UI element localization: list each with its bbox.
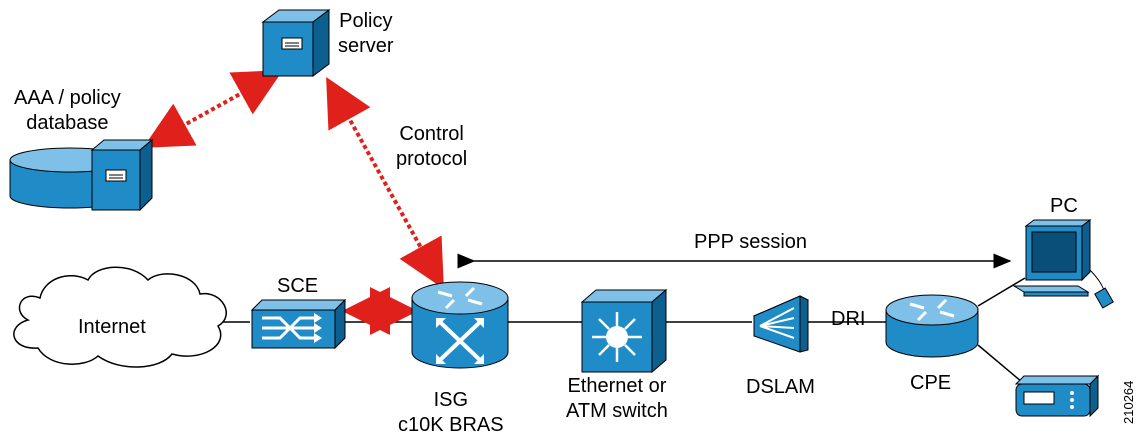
- pc-label: PC: [1050, 195, 1078, 217]
- service-control-engine-icon: [250, 298, 347, 350]
- control-link-aaa-policy: [143, 70, 283, 148]
- policy-server-label-line2: server: [338, 35, 394, 57]
- server-tower-icon: [261, 9, 331, 77]
- figure-id: 210264: [1121, 380, 1136, 424]
- workstation-icon: [1012, 219, 1114, 309]
- sce-label: SCE: [277, 275, 319, 297]
- aaa-database-label: AAA / policy database: [14, 86, 121, 136]
- switch-label: Ethernet or ATM switch: [566, 374, 668, 424]
- dslam-icon: [752, 295, 810, 353]
- control-protocol-label-line1: Control: [399, 123, 464, 145]
- router-icon: [885, 294, 979, 358]
- control-links: [143, 70, 444, 335]
- cloud-icon: [13, 266, 227, 368]
- link-cpe-settop: [977, 344, 1023, 383]
- multilayer-switch-icon: [580, 288, 668, 374]
- database-server-icon: [9, 138, 154, 212]
- switch-label-line1: Ethernet or: [567, 375, 667, 397]
- aaa-database-label-line1: AAA / policy: [14, 87, 121, 109]
- dri-label: DRI: [831, 308, 866, 330]
- policy-server-label-line1: Policy: [339, 10, 393, 32]
- cpe-label: CPE: [910, 372, 952, 394]
- switch-label-line2: ATM switch: [566, 400, 668, 422]
- control-protocol-label-line2: protocol: [396, 148, 468, 170]
- control-link-policy-isg: [326, 77, 444, 289]
- policy-server-label: Policy server: [338, 9, 394, 59]
- aaa-database-label-line2: database: [26, 112, 109, 134]
- control-protocol-label: Control protocol: [396, 122, 467, 172]
- dslam-label: DSLAM: [746, 376, 815, 398]
- ppp-session-label: PPP session: [694, 231, 808, 253]
- set-top-box-icon: [1014, 374, 1100, 418]
- isg-label-line2: c10K BRAS: [398, 414, 504, 436]
- router-icon: [411, 281, 509, 369]
- isg-label: ISG c10K BRAS: [398, 388, 504, 438]
- link-cpe-pc: [977, 277, 1026, 307]
- isg-label-line1: ISG: [433, 389, 469, 411]
- internet-label: Internet: [78, 316, 146, 338]
